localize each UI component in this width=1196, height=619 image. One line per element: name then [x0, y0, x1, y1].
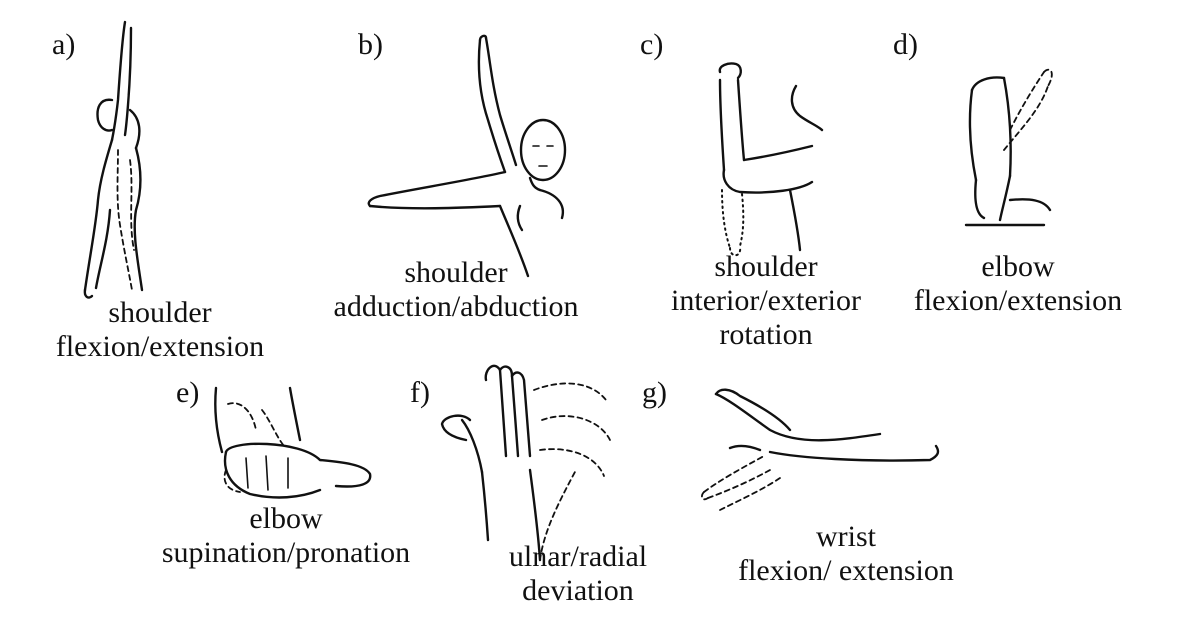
caption-c-line-3: rotation	[719, 318, 813, 351]
caption-b-line-1: shoulder	[404, 256, 508, 289]
caption-d-line-1: elbow	[981, 250, 1055, 283]
caption-c-line-1: shoulder	[714, 250, 818, 283]
panel-label-b: b)	[358, 28, 383, 61]
caption-a-line-1: shoulder	[108, 296, 212, 329]
caption-b: shoulder adduction/abduction	[334, 256, 579, 324]
caption-e-line-2: supination/pronation	[161, 536, 411, 569]
caption-a-line-2: flexion/extension	[55, 330, 265, 363]
caption-f-line-2: deviation	[522, 574, 634, 607]
figure-g-illustration	[701, 388, 940, 511]
panel-label-g: g)	[642, 376, 667, 409]
caption-c-line-2: interior/exterior	[671, 284, 861, 317]
caption-e: elbow supination/pronation	[162, 502, 410, 570]
caption-f: ulnar/radial deviation	[509, 540, 647, 608]
caption-a: shoulder flexion/extension	[56, 296, 264, 364]
figure-d-illustration	[964, 68, 1053, 227]
caption-c: shoulder interior/exterior rotation	[671, 250, 861, 352]
caption-d-line-2: flexion/extension	[913, 284, 1123, 317]
panel-label-a: a)	[52, 28, 76, 61]
panel-label-c: c)	[640, 28, 664, 61]
figure-e-illustration	[214, 386, 372, 499]
panel-label-d: d)	[893, 28, 918, 61]
caption-d: elbow flexion/extension	[914, 250, 1122, 318]
caption-b-line-2: adduction/abduction	[333, 290, 579, 323]
figure-c-illustration	[718, 62, 824, 257]
figure-f-illustration	[440, 364, 611, 562]
panel-label-e: e)	[176, 376, 200, 409]
caption-g-line-2: flexion/ extension	[738, 554, 954, 587]
figure-a-illustration	[83, 20, 144, 299]
figure-b-illustration	[367, 34, 567, 278]
caption-g: wrist flexion/ extension	[738, 520, 954, 588]
caption-f-line-1: ulnar/radial	[508, 540, 648, 573]
panel-label-f: f)	[410, 376, 430, 409]
caption-g-line-1: wrist	[815, 520, 876, 553]
caption-e-line-1: elbow	[249, 502, 323, 535]
